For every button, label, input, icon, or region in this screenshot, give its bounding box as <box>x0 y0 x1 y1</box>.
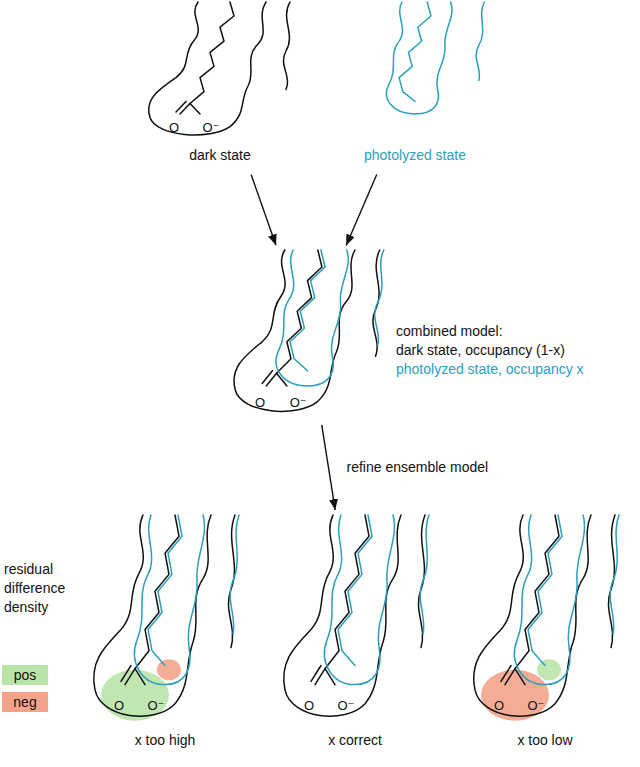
carboxylate-bond <box>266 373 276 386</box>
legend-text: pos <box>14 667 37 683</box>
pocket-outline <box>283 2 290 90</box>
pocket-illustration <box>340 2 490 142</box>
node-caption: x correct <box>328 732 382 749</box>
carboxylate-bond <box>262 371 272 384</box>
pocket-outline <box>135 515 205 685</box>
flow-arrow <box>251 175 276 246</box>
pocket-illustration <box>85 515 245 727</box>
model-description: combined model: <box>396 322 503 341</box>
fatty-acid-chain <box>190 2 234 104</box>
pocket-outline <box>386 2 452 114</box>
binding-pocket: O O⁻ <box>225 250 390 420</box>
model-description: dark state, occupancy (1-x) <box>396 341 565 360</box>
atom-label: O⁻ <box>338 699 355 713</box>
atom-label: O⁻ <box>148 699 165 713</box>
pocket-outline <box>325 515 395 685</box>
atom-label: O <box>114 699 124 713</box>
pocket-illustration <box>140 2 300 142</box>
fatty-acid-chain <box>277 250 322 373</box>
fatty-acid-chain <box>515 515 559 669</box>
alkene-chain <box>290 250 325 371</box>
node-caption: x too high <box>135 732 196 749</box>
binding-pocket: O O⁻ x correct <box>275 515 435 755</box>
carboxylate-bond <box>125 669 135 685</box>
atom-label: O <box>169 121 179 135</box>
pocket-illustration <box>275 515 435 727</box>
flow-arrow <box>322 425 335 510</box>
difference-density <box>537 659 561 680</box>
atom-label: O⁻ <box>203 121 220 135</box>
flow-arrow <box>346 175 377 246</box>
atom-label: O <box>255 396 265 410</box>
binding-pocket: O O⁻ dark state <box>140 2 300 170</box>
alkene-chain <box>148 515 182 666</box>
pocket-outline <box>149 2 266 135</box>
pocket-outline <box>94 515 211 716</box>
binding-pocket: photolyzed state <box>340 2 490 170</box>
pocket-outline <box>276 250 348 386</box>
pocket-outline <box>234 250 355 411</box>
pocket-outline <box>474 515 591 716</box>
alkene-chain <box>399 2 431 101</box>
pocket-illustration <box>225 250 390 420</box>
binding-pocket: O O⁻ x too low <box>465 515 625 755</box>
legend-text: neg <box>13 694 36 710</box>
carboxylate-bond <box>501 666 511 682</box>
node-caption: photolyzed state <box>364 147 466 164</box>
legend-title: residual difference density <box>4 560 86 617</box>
pocket-outline <box>284 515 401 716</box>
pocket-outline <box>476 2 484 80</box>
carboxylate-bond <box>505 669 515 685</box>
alkene-chain <box>338 515 372 666</box>
pocket-outline <box>230 515 239 634</box>
carboxylate-bond <box>190 104 200 115</box>
model-description: photolyzed state, occupancy x <box>396 360 584 379</box>
legend-swatch: pos <box>2 665 48 685</box>
fatty-acid-chain <box>135 515 179 669</box>
atom-label: O <box>304 699 314 713</box>
pocket-outline <box>515 515 585 685</box>
alkene-chain <box>528 515 562 666</box>
pocket-illustration <box>465 515 625 727</box>
pocket-outline <box>420 515 429 634</box>
atom-label: O <box>494 699 504 713</box>
binding-pocket: O O⁻ x too high <box>85 515 245 755</box>
fatty-acid-chain <box>325 515 369 669</box>
carboxylate-bond <box>315 669 325 685</box>
legend-swatch: neg <box>2 692 48 712</box>
pocket-outline <box>375 250 384 345</box>
node-caption: x too low <box>517 732 572 749</box>
carboxylate-bond <box>121 666 131 682</box>
atom-label: O⁻ <box>290 396 307 410</box>
node-caption: dark state <box>189 147 250 164</box>
carboxylate-bond <box>176 101 186 112</box>
atom-label: O⁻ <box>528 699 545 713</box>
pocket-outline <box>610 515 619 634</box>
edge-label: refine ensemble model <box>344 458 490 477</box>
difference-density <box>157 659 181 680</box>
carboxylate-bond <box>311 666 321 682</box>
